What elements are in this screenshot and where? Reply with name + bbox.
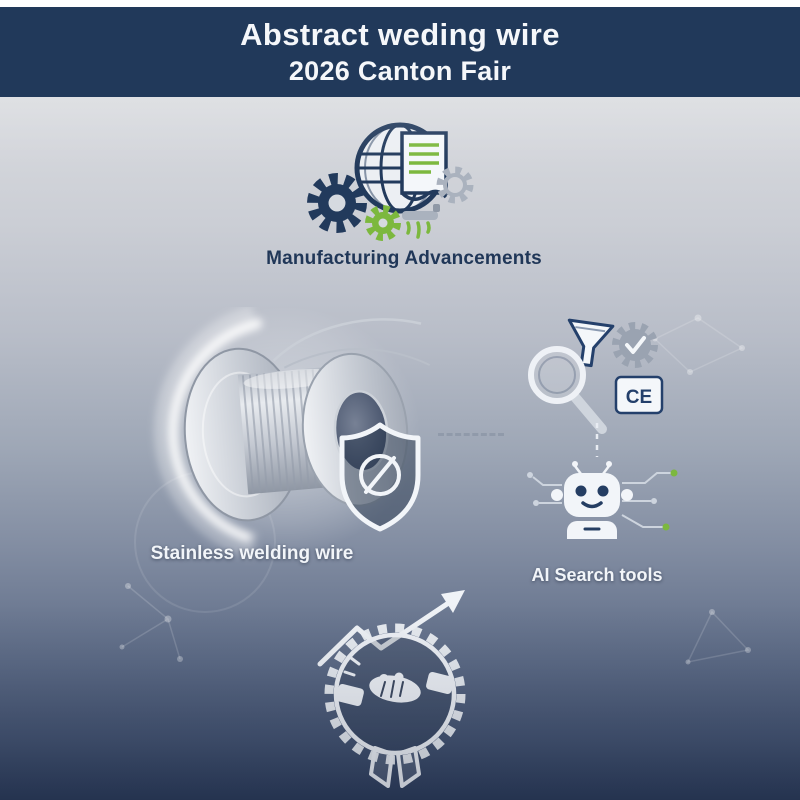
title-line-2: 2026 Canton Fair: [288, 56, 512, 86]
robot-head: [564, 473, 620, 517]
robot-ear-right: [621, 489, 633, 501]
document-text-lines: [409, 143, 439, 174]
roller-bar: [402, 211, 438, 220]
network-lines: [121, 317, 750, 664]
handshake-icon: [336, 656, 454, 707]
glow-arc-inner: [168, 315, 402, 549]
knuckle-right: [394, 672, 404, 682]
ce-mark-badge: CE: [614, 375, 664, 415]
robot-antenna-left: [572, 461, 578, 467]
connector-dashed-line: [438, 433, 504, 436]
funnel-icon: [567, 318, 615, 368]
ce-mark-text: CE: [626, 387, 652, 408]
robot-antenna-right: [606, 461, 612, 467]
circuit-node: [527, 472, 533, 478]
gear-icon-navy: [307, 173, 367, 233]
header-banner: Abstract weding wire 2026 Canton Fair: [0, 7, 800, 97]
robot-icon: [527, 461, 678, 539]
robot-eye-left: [575, 485, 587, 497]
badge-scallop-ring: [324, 623, 466, 765]
robot-antenna-left-stem: [574, 465, 582, 475]
magnifier-lens-inner: [538, 356, 576, 394]
partnership-illustration: [317, 590, 466, 788]
wire-spool-icon: [183, 318, 431, 522]
funnel-line: [575, 326, 606, 333]
ce-box: [614, 375, 664, 415]
robot-ear-left: [551, 489, 563, 501]
product-label: Stainless welding wire: [150, 543, 354, 564]
glow-arc: [154, 307, 416, 563]
ai-illustration: CE: [527, 318, 678, 539]
wire-strand-2: [283, 348, 431, 369]
gear-teeth: [436, 166, 474, 204]
gear-teeth: [307, 173, 367, 233]
gear-icon-gray: [436, 166, 474, 204]
arrow-head: [441, 590, 465, 613]
robot-smile: [581, 501, 603, 509]
shield-slash: [364, 456, 396, 494]
gear-ring: [443, 173, 467, 197]
ribbon-tails: [369, 746, 421, 788]
verified-badge-icon: [612, 322, 658, 368]
robot-antenna-right-stem: [602, 465, 610, 475]
circuit-node: [651, 498, 657, 504]
shield-check-icon: [339, 422, 421, 532]
paint-drips: [406, 221, 431, 239]
sleeve-left: [336, 683, 364, 707]
title-line-1: Abstract weding wire: [240, 17, 560, 52]
circuit-lines: [527, 469, 678, 531]
ai-tools-label: AI Search tools: [531, 565, 663, 585]
ribbon-right: [396, 746, 421, 788]
motion-lines: [343, 656, 361, 677]
circuit-node-green: [670, 469, 678, 477]
gear-teeth: [365, 205, 401, 241]
product-illustration: [154, 307, 431, 563]
finger-lines: [380, 680, 404, 698]
gear-icon-green: [365, 205, 401, 241]
network-nodes: [119, 314, 751, 665]
gear-hole: [378, 218, 388, 228]
handshake-badge-icon: [324, 623, 466, 788]
robot-eye-right: [597, 485, 609, 497]
illustration-canvas: Manufacturing Advancements: [0, 97, 800, 800]
wire-strand: [272, 318, 422, 362]
glow-arc-outer: [154, 307, 416, 563]
check-mark: [625, 336, 646, 354]
circuit-right-3: [621, 514, 663, 528]
magnifier-lens: [528, 346, 586, 404]
paint-roller-icon: [402, 204, 440, 239]
badge-scallops: [612, 322, 658, 368]
circuit-node-green: [662, 523, 670, 531]
manufacturing-illustration: [307, 122, 474, 241]
shield-circle: [359, 454, 401, 496]
circuit-left-1: [532, 476, 562, 486]
badge-body: [619, 329, 651, 361]
ribbon-left: [369, 746, 394, 788]
document-icon: [400, 131, 448, 201]
knuckle-left: [379, 674, 389, 684]
roller-handle: [433, 204, 440, 212]
circuit-node: [533, 500, 539, 506]
sleeve-right: [426, 671, 454, 695]
manufacturing-label: Manufacturing Advancements: [266, 248, 542, 269]
gear-hole: [328, 194, 346, 212]
circuit-right-1: [622, 472, 671, 484]
